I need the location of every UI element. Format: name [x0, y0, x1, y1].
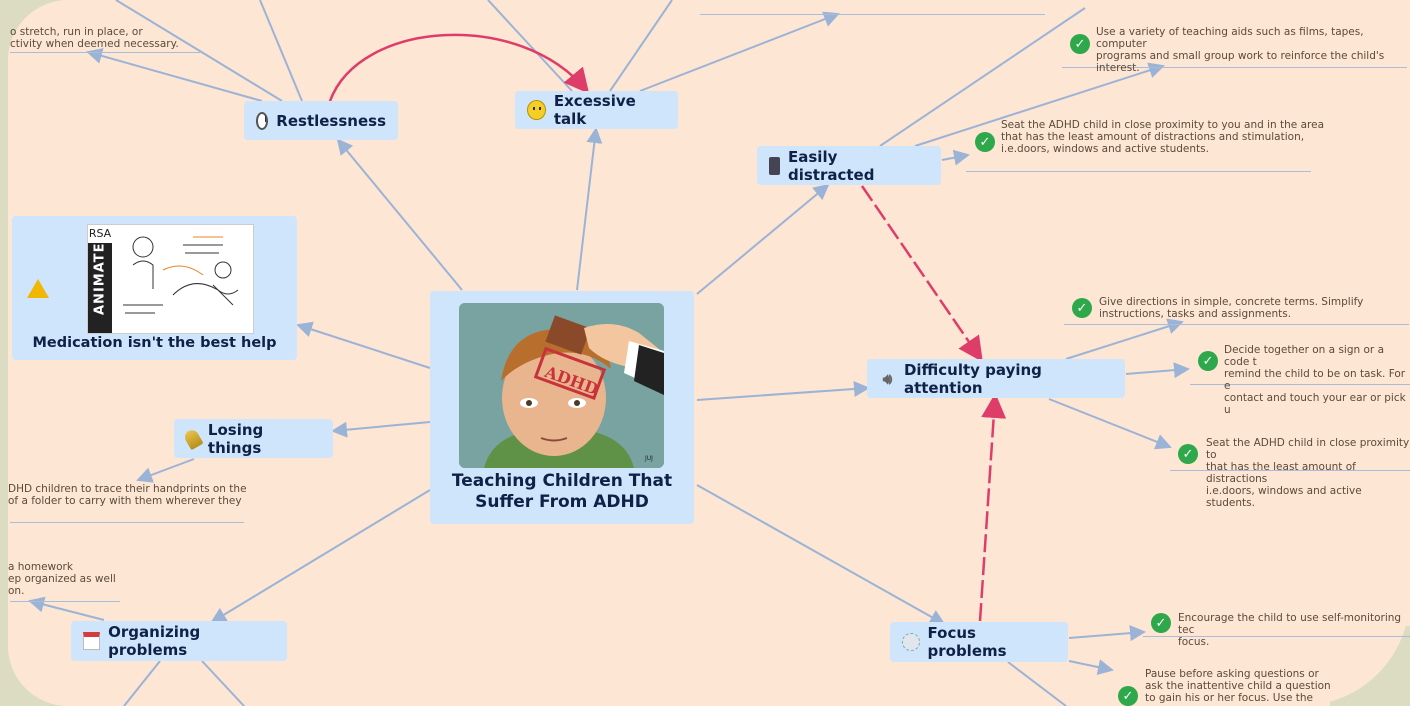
calendar-icon — [83, 632, 101, 650]
topic-focus-problems[interactable]: Focus problems — [890, 622, 1068, 662]
mobile-phone-icon — [769, 156, 780, 175]
topic-label: Restlessness — [276, 111, 386, 130]
note-line-seat-close-2 — [1170, 470, 1410, 471]
note-homework: a homework ep organized as well on. — [8, 561, 116, 597]
adhd-stamp-illustration: JUJ — [459, 303, 664, 468]
central-title: Teaching Children That Suffer From ADHD — [451, 471, 673, 512]
note-line-self-monitoring — [1143, 636, 1410, 637]
check-icon: ✓ — [1070, 34, 1090, 54]
check-icon: ✓ — [1198, 351, 1218, 371]
topic-label: Difficulty paying attention — [903, 360, 1042, 397]
topic-label: Focus problems — [927, 624, 1007, 660]
check-icon: ✓ — [1151, 613, 1171, 633]
warning-icon — [27, 279, 49, 298]
central-topic[interactable]: JUJ ADHD Teaching Children That Suffer F… — [430, 291, 694, 524]
link-focus-b — [1068, 659, 1114, 675]
topic-label: Losing things — [207, 420, 264, 457]
check-icon: ✓ — [1178, 444, 1198, 464]
note-self-monitoring: Encourage the child to use self-monitori… — [1178, 612, 1402, 648]
note-line-top — [700, 14, 1045, 15]
link-organizing-b — [201, 660, 245, 706]
link-talk-a — [487, 0, 573, 92]
speaker-icon: 🔊︎ — [882, 369, 893, 388]
central-illustration: JUJ ADHD — [459, 303, 664, 468]
link-distracted-c — [941, 149, 970, 166]
link-talk-b — [609, 0, 673, 92]
link-organizing — [210, 489, 431, 624]
topic-organizing-problems[interactable]: Organizing problems — [71, 621, 287, 661]
topic-difficulty-paying-attention[interactable]: 🔊︎ Difficulty paying attention — [867, 359, 1125, 398]
sketch-illustration — [123, 236, 239, 314]
relation-focus-attention — [978, 393, 1007, 622]
key-icon — [182, 427, 204, 450]
topic-label: Organizing problems — [108, 623, 201, 659]
note-give-directions: Give directions in simple, concrete term… — [1099, 296, 1364, 320]
note-handprints: DHD children to trace their handprints o… — [8, 483, 247, 507]
topic-label: Medication isn't the best help — [32, 335, 277, 351]
note-seat-close-1: Seat the ADHD child in close proximity t… — [1001, 119, 1325, 155]
note-teaching-aids: Use a variety of teaching aids such as f… — [1096, 26, 1385, 74]
link-attn-c — [1048, 398, 1172, 450]
topic-label: Excessive talk — [553, 92, 636, 128]
link-focus-a — [1068, 625, 1146, 642]
note-line-teaching-aids — [1062, 67, 1407, 68]
link-organizing-note — [28, 596, 105, 621]
svg-text:JUJ: JUJ — [644, 455, 653, 462]
note-pause-before: Pause before asking questions or ask the… — [1145, 668, 1331, 704]
link-difficulty — [696, 380, 870, 401]
relation-distracted-attention — [860, 185, 983, 363]
link-focus — [696, 484, 946, 625]
link-easily-distracted — [696, 183, 830, 295]
link-losing — [331, 421, 431, 438]
note-decide-sign: Decide together on a sign or a code t re… — [1224, 344, 1406, 416]
note-line-homework — [10, 601, 120, 602]
topic-medication[interactable]: ANIMATE RSA Medication isn't the best he… — [12, 216, 297, 360]
link-medication — [296, 321, 431, 369]
clock-icon — [256, 111, 269, 130]
topic-excessive-talk[interactable]: Excessive talk — [515, 91, 678, 129]
link-restless-a — [86, 48, 263, 102]
link-distracted-b — [914, 62, 1165, 147]
link-organizing-a — [123, 660, 161, 706]
topic-label: Easily distracted — [788, 147, 875, 184]
note-line-give-directions — [1064, 324, 1409, 325]
link-losing-note — [136, 458, 195, 483]
link-attn-b — [1125, 362, 1190, 379]
topic-easily-distracted[interactable]: Easily distracted — [757, 146, 941, 185]
link-restless-c — [259, 0, 303, 102]
link-excessive-talk — [576, 127, 603, 291]
check-icon: ✓ — [975, 132, 995, 152]
note-line-decide-sign — [1190, 384, 1410, 385]
note-line-restless — [10, 52, 200, 53]
check-icon: ✓ — [1072, 298, 1092, 318]
focus-icon — [902, 633, 920, 651]
check-icon: ✓ — [1118, 686, 1138, 706]
link-focus-c — [1007, 661, 1067, 706]
note-seat-close-2: Seat the ADHD child in close proximity t… — [1206, 437, 1410, 509]
link-attn-a — [1065, 318, 1184, 360]
link-restless-b — [115, 0, 283, 102]
rsa-animate-thumbnail[interactable]: ANIMATE RSA — [87, 224, 254, 334]
note-restless: o stretch, run in place, or ctivity when… — [10, 26, 179, 50]
link-distracted-a — [879, 7, 1086, 147]
smiley-icon — [527, 100, 546, 120]
topic-restlessness[interactable]: Restlessness — [244, 101, 398, 140]
relation-restless-talk — [328, 33, 590, 102]
thumbnail-rsa-label: RSA — [88, 225, 112, 243]
note-line-seat-close-1 — [966, 171, 1311, 172]
topic-losing-things[interactable]: Losing things — [174, 419, 333, 458]
link-talk-c — [639, 11, 840, 92]
note-line-handprints — [10, 522, 244, 523]
link-restlessness — [336, 138, 463, 291]
